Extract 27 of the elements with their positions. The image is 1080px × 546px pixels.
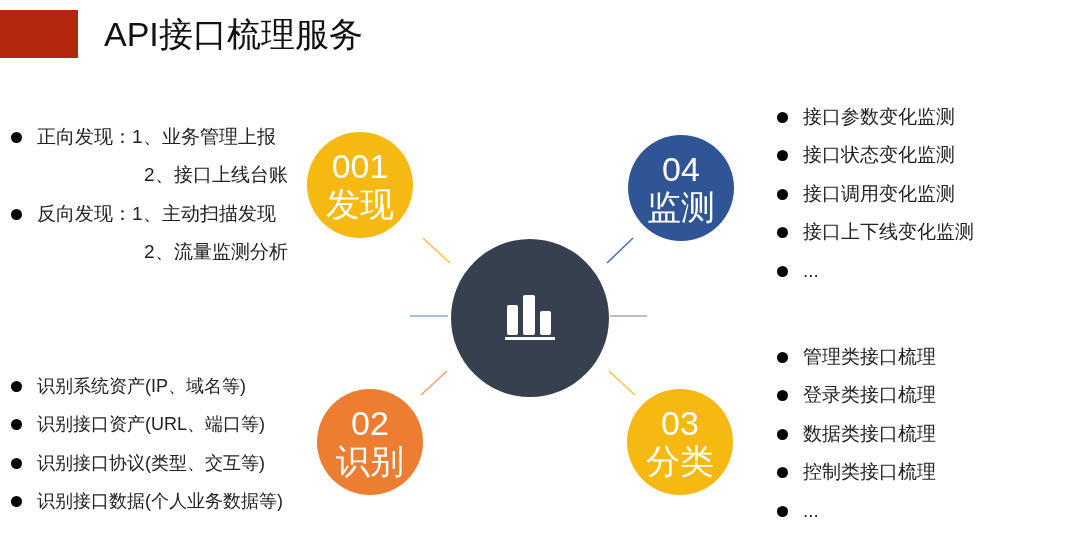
list-item-text: 管理类接口梳理 [803, 344, 936, 369]
step-label: 发现 [326, 185, 394, 223]
title: API接口梳理服务 [104, 14, 363, 55]
list-item-text: 反向发现：1、主动扫描发现 [37, 201, 276, 226]
list-item-text: 接口调用变化监测 [803, 181, 955, 206]
step-number: 04 [662, 150, 700, 188]
step-number: 001 [331, 147, 389, 185]
list-item-text: 登录类接口梳理 [803, 383, 936, 408]
list-item-text: 识别系统资产(IP、域名等) [37, 374, 246, 398]
list-item-text: 接口上下线变化监测 [803, 220, 974, 245]
list-item-text: 接口参数变化监测 [803, 104, 955, 129]
step-number: 02 [351, 404, 389, 442]
step-number: 03 [661, 404, 699, 442]
list-item-text: ... [803, 498, 819, 523]
list-item-text: 接口状态变化监测 [803, 143, 955, 168]
list-item-text: 识别接口协议(类型、交互等) [37, 451, 265, 475]
list-item-text: 数据类接口梳理 [803, 421, 936, 446]
step-label: 识别 [336, 442, 404, 480]
list-item-text: ... [803, 258, 819, 283]
list-item-text: 识别接口资产(URL、端口等) [37, 413, 265, 436]
step-label: 监测 [647, 188, 715, 226]
list-item-text: 2、接口上线台账 [144, 163, 288, 188]
list-item-text: 识别接口数据(个人业务数据等) [37, 490, 283, 513]
step-label: 分类 [646, 442, 714, 480]
list-item-text: 正向发现：1、业务管理上报 [37, 124, 276, 149]
list-item-text: 控制类接口梳理 [803, 460, 936, 485]
list-item-text: 2、流量监测分析 [144, 240, 288, 265]
